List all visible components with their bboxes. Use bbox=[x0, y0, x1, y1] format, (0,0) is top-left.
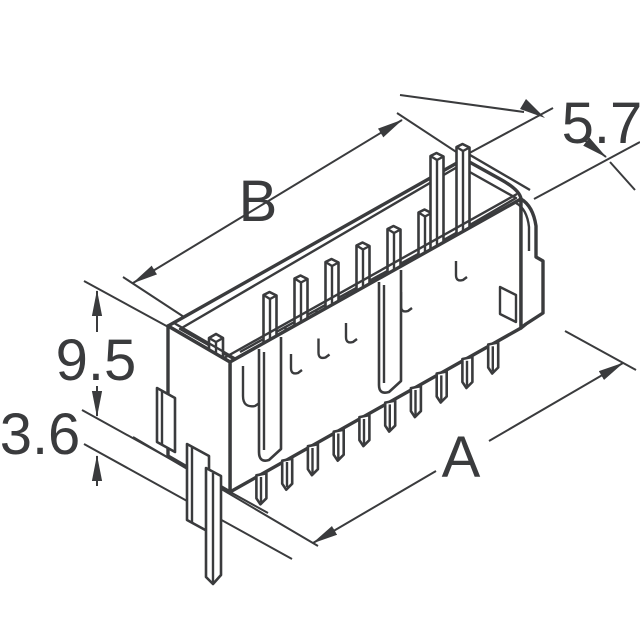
bottom-pin bbox=[461, 355, 474, 390]
connector-drawing bbox=[155, 142, 545, 586]
dimension-label-b: B bbox=[239, 169, 278, 234]
dimension-label-height: 9.5 bbox=[56, 328, 137, 393]
latch-slot-2 bbox=[377, 270, 403, 394]
ext-line-a-left bbox=[132, 436, 319, 547]
ext-line-width-near bbox=[533, 141, 640, 200]
bottom-pin bbox=[409, 384, 423, 419]
dimension-a-line-right bbox=[488, 362, 624, 442]
bottom-pin bbox=[255, 471, 268, 506]
dimension-width: 5.7 bbox=[399, 91, 640, 191]
dimension-label-width: 5.7 bbox=[562, 91, 640, 156]
dimension-b-line bbox=[132, 119, 403, 284]
bottom-pin bbox=[306, 442, 320, 477]
right-end bbox=[469, 153, 545, 330]
dimension-width-arrow-1 bbox=[520, 99, 545, 118]
dimension-a-line-left bbox=[312, 470, 437, 544]
ext-line-width-far bbox=[461, 107, 554, 158]
side-latch-window bbox=[498, 285, 518, 324]
bottom-pins bbox=[255, 341, 500, 506]
ext-line-a-right bbox=[564, 330, 637, 371]
bottom-pin bbox=[358, 413, 371, 448]
front-wall-slots bbox=[257, 270, 403, 462]
dimension-width-arrow-2 bbox=[582, 137, 607, 158]
dimension-pin-protrusion: 3.6 bbox=[0, 402, 103, 486]
bottom-pin bbox=[280, 457, 294, 492]
dimension-label-a: A bbox=[442, 425, 481, 490]
dimension-width-stub bbox=[609, 161, 636, 191]
left-mount-tab bbox=[155, 386, 177, 454]
dimension-a: A bbox=[312, 362, 624, 544]
dimension-width-leader-1 bbox=[399, 94, 525, 113]
right-end-face bbox=[519, 197, 545, 330]
bottom-pin bbox=[486, 341, 500, 375]
dimension-label-pin-protrusion: 3.6 bbox=[0, 402, 80, 467]
bottom-pin bbox=[332, 428, 346, 463]
dimension-b: B bbox=[132, 119, 403, 284]
bottom-pin bbox=[435, 370, 449, 404]
left-end bbox=[155, 321, 237, 586]
dimension-height: 9.5 bbox=[56, 290, 137, 417]
bottom-pin bbox=[383, 399, 397, 433]
latch-slot-1 bbox=[257, 337, 283, 462]
ext-line-top-face bbox=[83, 280, 173, 330]
